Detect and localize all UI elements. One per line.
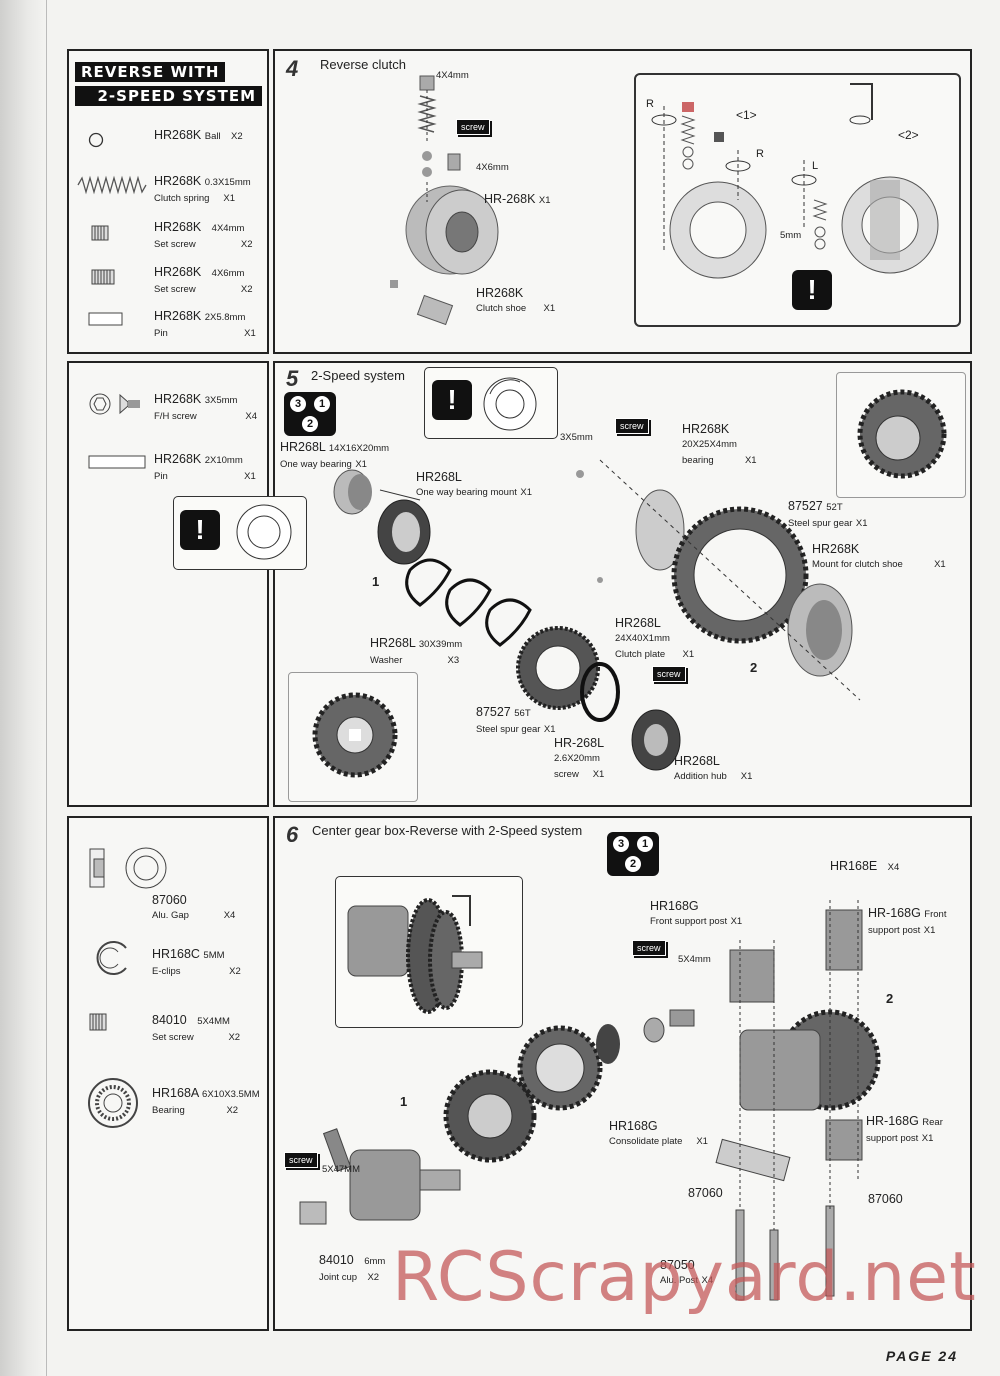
gearbox-order-2: 2: [886, 991, 894, 1006]
sequence-badge-2-speed: 3 1 2: [284, 392, 336, 436]
label-5x4mm: 5X4mm: [678, 954, 711, 965]
parts-list-box-2-speed: [67, 361, 269, 807]
fh-screw-icon: [89, 393, 140, 415]
page-number: PAGE 24: [885, 1348, 958, 1364]
section-title-center-gearbox: Center gear box-Reverse with 2-Speed sys…: [312, 823, 583, 838]
inset-gear-drawing-top: [857, 389, 947, 479]
inset-gearbox-drawing: [347, 895, 483, 1014]
assembly-order-1: 1: [372, 574, 380, 589]
detail-drawing: [651, 83, 939, 279]
pin-icon: [88, 312, 123, 326]
set-screw-5x4-icon: [89, 1013, 107, 1031]
step-number-5: 5: [286, 366, 299, 391]
screw-tag-2-speed: screw: [615, 418, 649, 434]
label-4x6mm: 4X6mm: [476, 162, 509, 173]
parts-list-box-center-gearbox: [67, 816, 269, 1331]
page-binding-edge: [0, 0, 47, 1376]
clutch-spring-icon: [77, 175, 147, 195]
bearing-face-icon: [236, 504, 292, 560]
reverse-clutch-exploded-drawing: [390, 75, 499, 326]
detail-rotation-l: L: [812, 160, 819, 172]
label-4x4mm: 4X4mm: [436, 70, 469, 81]
seq-3: 3: [290, 396, 306, 412]
label-hr168e: HR168E X4: [830, 859, 900, 873]
seq-3: 3: [613, 836, 629, 852]
label-alu-gap-2: 87060: [868, 1192, 903, 1206]
seq-2: 2: [302, 416, 318, 432]
pin-2x10-icon: [88, 455, 146, 469]
two-speed-exploded-drawing: [333, 459, 861, 771]
warning-icon-bearing-top: !: [432, 380, 472, 420]
detail-rotation-r2: R: [756, 148, 764, 160]
seq-1: 1: [637, 836, 653, 852]
label-hr268k-main: HR-268K X1: [484, 192, 551, 206]
section-title-2-speed: 2-Speed system: [311, 368, 405, 383]
detail-depth-5mm: 5mm: [780, 230, 802, 241]
screw-tag-gearbox: screw: [632, 940, 666, 956]
detail-rotation-r1: R: [646, 98, 654, 110]
detail-label-1: <1>: [736, 108, 757, 122]
ball-icon: [88, 132, 104, 148]
bearing-direction-icon: [483, 377, 537, 431]
warning-icon-reverse-clutch: !: [792, 270, 832, 310]
e-clip-icon: [96, 941, 127, 975]
set-screw-4x4-icon: [91, 225, 109, 241]
seq-1: 1: [314, 396, 330, 412]
banner-line1: REVERSE WITH: [75, 62, 226, 82]
sequence-badge-center-gearbox: 3 1 2: [607, 832, 659, 876]
assembly-order-2: 2: [750, 660, 758, 675]
bearing-6x10-icon: [88, 1078, 138, 1128]
alu-gap-icon: [89, 847, 167, 889]
screw-tag-reverse-clutch: screw: [456, 119, 490, 135]
warning-icon-bearing-left: !: [180, 510, 220, 550]
seq-2: 2: [625, 856, 641, 872]
label-3x5mm: 3X5mm: [560, 432, 593, 443]
step-number-6: 6: [286, 822, 299, 847]
screw-tag-joint-cup: screw: [284, 1152, 318, 1168]
detail-label-2: <2>: [898, 128, 919, 142]
banner-line2: 2-SPEED SYSTEM: [75, 86, 262, 106]
set-screw-4x6-icon: [91, 269, 115, 285]
label-alu-gap-1: 87060: [688, 1186, 723, 1200]
section-title-reverse-clutch: Reverse clutch: [320, 57, 406, 72]
screw-tag-addition-hub: screw: [652, 666, 686, 682]
part-ball: HR268K Ball X2: [154, 128, 243, 142]
inset-gear-drawing-bottom: [312, 692, 398, 778]
watermark: RCScrapyard.net: [392, 1238, 977, 1317]
label-5x47mm: 5X47MM: [322, 1164, 361, 1175]
step-number-4: 4: [286, 56, 299, 81]
gearbox-order-1: 1: [400, 1094, 408, 1109]
center-gearbox-exploded-drawing: [299, 900, 881, 1301]
